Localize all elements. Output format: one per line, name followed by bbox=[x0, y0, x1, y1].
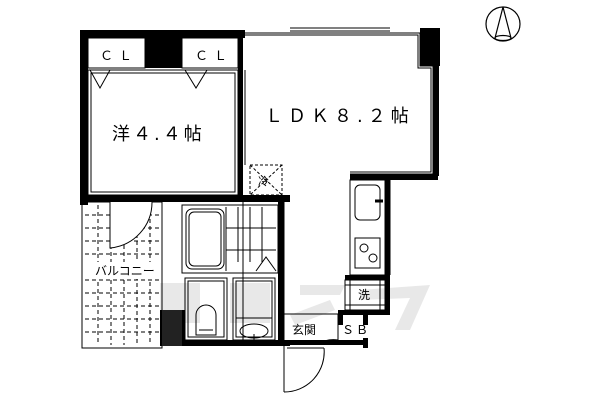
closet-label-1: ＣＬ bbox=[100, 49, 139, 64]
washstand bbox=[232, 277, 276, 341]
washer-space bbox=[344, 279, 386, 311]
closet-label-2: ＣＬ bbox=[195, 49, 234, 64]
balcony-label: バルコニー bbox=[95, 262, 155, 279]
refrigerator-label: 冷 bbox=[258, 175, 269, 188]
balcony bbox=[81, 201, 182, 349]
shoe-box-label: ＳＢ bbox=[342, 323, 371, 337]
north-arrow-icon bbox=[485, 6, 521, 42]
watermark bbox=[160, 283, 430, 330]
entrance-label: 玄関 bbox=[292, 323, 317, 337]
kitchen bbox=[349, 179, 391, 276]
entrance bbox=[283, 313, 339, 393]
refrigerator-space bbox=[249, 164, 283, 196]
washer-label: 洗 bbox=[358, 288, 371, 302]
western-room-label: 洋４.４帖 bbox=[112, 124, 205, 145]
toilet bbox=[184, 277, 228, 341]
ldk-label: ＬＤＫ８.２帖 bbox=[265, 106, 414, 127]
bathroom bbox=[181, 204, 279, 274]
